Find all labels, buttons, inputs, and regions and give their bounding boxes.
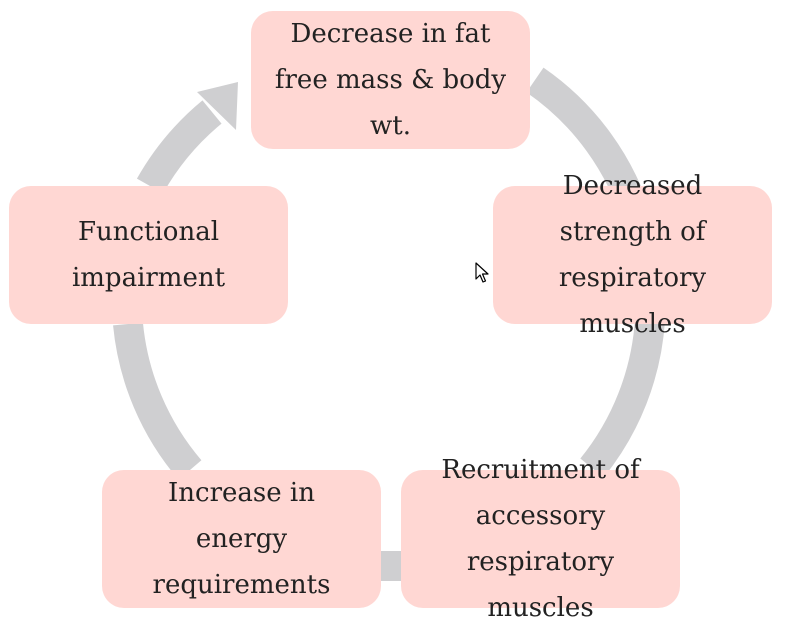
cycle-node-label: Decrease in fat free mass & body wt.: [274, 19, 507, 141]
cycle-node-label: Recruitment of accessory respiratory mus…: [441, 455, 640, 623]
cycle-node-energy-requirements: Increase in energy requirements: [102, 470, 381, 608]
cycle-node-label: Increase in energy requirements: [152, 478, 331, 600]
cycle-node-functional-impairment: Functional impairment: [9, 186, 288, 324]
cycle-node-label: Decreased strength of respiratory muscle…: [558, 171, 707, 339]
arc-segment-3-4: [113, 322, 202, 480]
mouse-pointer-icon: [475, 262, 489, 283]
cycle-node-label: Functional impairment: [71, 217, 226, 293]
arrow-head-icon: [197, 82, 238, 130]
cycle-node-accessory-muscles: Recruitment of accessory respiratory mus…: [401, 455, 680, 623]
arc-segment-1-2: [580, 318, 665, 478]
arc-segment-4-0: [136, 100, 222, 194]
cycle-node-fat-free-mass: Decrease in fat free mass & body wt.: [251, 11, 530, 149]
cycle-node-respiratory-strength: Decreased strength of respiratory muscle…: [493, 171, 772, 339]
